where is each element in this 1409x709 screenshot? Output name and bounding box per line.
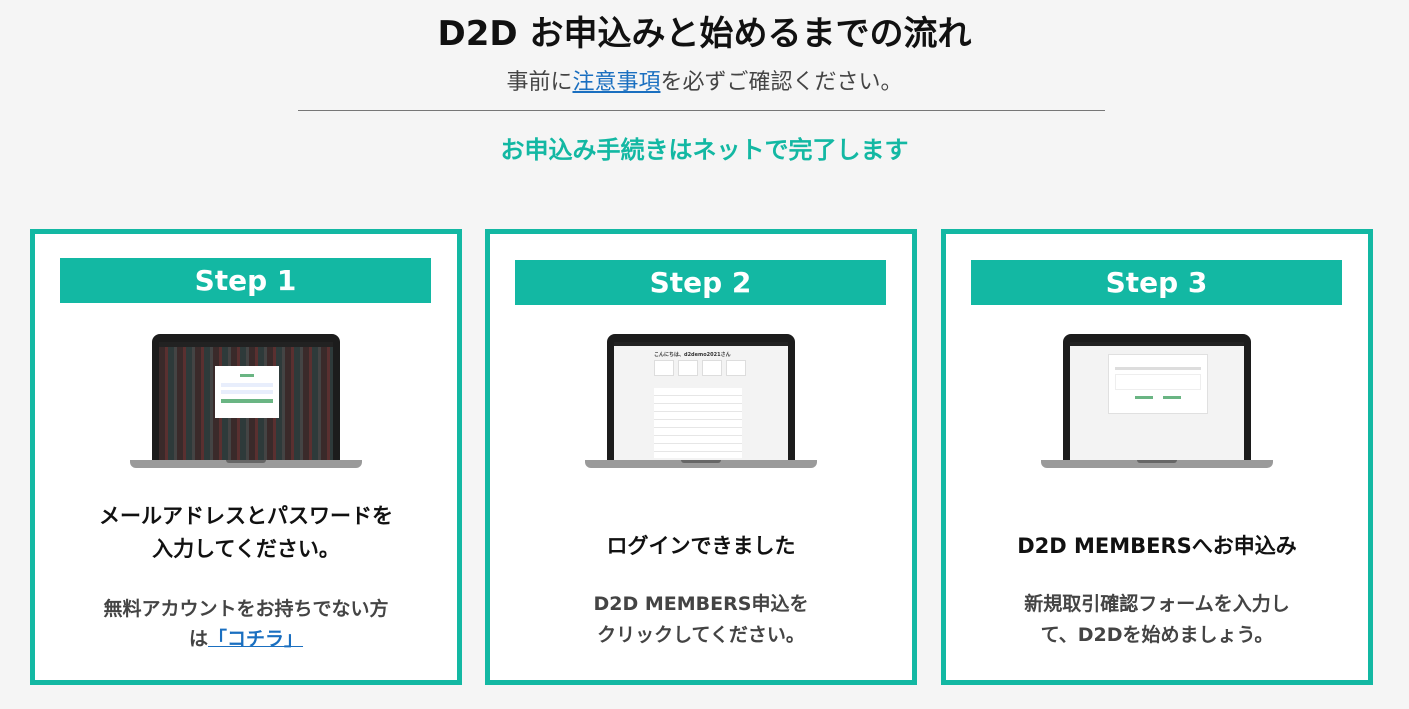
notes-link[interactable]: 注意事項 — [572, 70, 661, 95]
step-3-heading: D2D MEMBERSへお申込み — [1017, 534, 1297, 558]
step-2-banner: Step 2 — [515, 260, 886, 305]
signup-link[interactable]: 「コチラ」 — [208, 628, 304, 650]
step-1-desc-2: は「コチラ」 — [35, 624, 457, 654]
step-1-desc-2-text: は — [188, 628, 208, 650]
notice-before: 事前に — [506, 70, 573, 95]
step-2-card: Step 2 こんにちは、d2demo2021さん ログインできました D2D … — [485, 229, 917, 685]
screen-greeting: こんにちは、d2demo2021さん — [654, 352, 731, 358]
step-3-desc-2: て、D2Dを始めましょう。 — [1040, 624, 1274, 646]
step-3-card: Step 3 D2D MEMBERSへお申込み 新規取引確認フォームを入力し て… — [941, 229, 1373, 685]
step-2-desc-1: D2D MEMBERS申込を — [593, 593, 809, 615]
step-1-banner: Step 1 — [60, 258, 431, 303]
laptop-form-image — [1041, 334, 1273, 474]
step-2-heading: ログインできました — [606, 534, 796, 558]
notice-after: を必ずご確認ください。 — [660, 70, 903, 95]
notice-text: 事前に注意事項を必ずご確認ください。 — [0, 64, 1409, 96]
step-2-desc-2: クリックしてください。 — [597, 624, 805, 646]
lead-heading: お申込み手続きはネットで完了します — [500, 136, 909, 164]
step-1-card: Step 1 メールアドレスとパスワードを 入力してください。 無料アカウントを… — [30, 229, 462, 685]
step-1-heading-1: メールアドレスとパスワードを — [99, 504, 393, 528]
step-3-desc-1: 新規取引確認フォームを入力し — [1024, 593, 1290, 615]
step-1-desc-1: 無料アカウントをお持ちでない方 — [103, 598, 389, 620]
page-title: D2D お申込みと始めるまでの流れ — [437, 14, 972, 54]
divider — [298, 110, 1105, 111]
step-3-banner: Step 3 — [971, 260, 1342, 305]
laptop-dashboard-image: こんにちは、d2demo2021さん — [585, 334, 817, 474]
step-1-heading-2: 入力してください。 — [152, 537, 340, 561]
laptop-login-image — [130, 334, 362, 474]
